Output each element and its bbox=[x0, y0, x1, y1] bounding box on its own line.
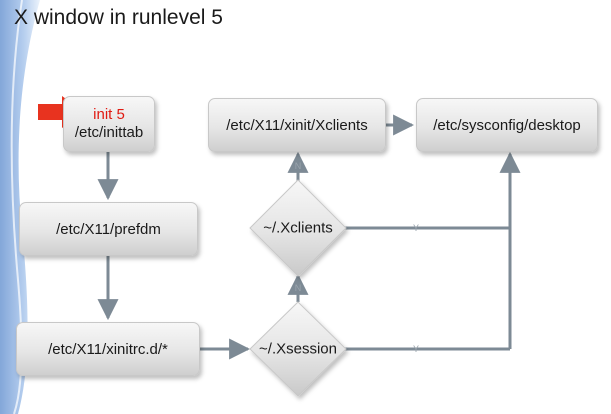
edge-label-xclients-no: N bbox=[294, 161, 302, 171]
node-xclients-etc-label: /etc/X11/xinit/Xclients bbox=[226, 116, 368, 134]
node-xinitrc: /etc/X11/xinitrc.d/* bbox=[16, 322, 200, 376]
decision-xclients-shape bbox=[249, 179, 347, 277]
node-desktop-label: /etc/sysconfig/desktop bbox=[433, 116, 581, 134]
slide-title: X window in runlevel 5 bbox=[14, 6, 223, 29]
node-inittab: init 5 /etc/inittab bbox=[63, 96, 155, 152]
node-desktop: /etc/sysconfig/desktop bbox=[416, 98, 598, 152]
edge-label-xclients-yes: Y bbox=[412, 223, 420, 233]
decision-xsession-shape bbox=[249, 301, 347, 397]
left-wave-highlight bbox=[10, 0, 23, 414]
node-inittab-runlevel: init 5 bbox=[93, 106, 125, 123]
node-inittab-path: /etc/inittab bbox=[74, 124, 144, 141]
node-prefdm-label: /etc/X11/prefdm bbox=[56, 220, 161, 238]
edge-label-xsession-no: N bbox=[294, 283, 302, 293]
node-xinitrc-label: /etc/X11/xinitrc.d/* bbox=[48, 340, 168, 358]
edge-label-xsession-yes: Y bbox=[412, 344, 420, 354]
decision-xclients-label: ~/.Xclients bbox=[263, 219, 333, 237]
decision-xsession-label: ~/.Xsession bbox=[259, 340, 337, 358]
node-prefdm: /etc/X11/prefdm bbox=[19, 202, 198, 256]
node-xclients-etc: /etc/X11/xinit/Xclients bbox=[208, 98, 386, 152]
